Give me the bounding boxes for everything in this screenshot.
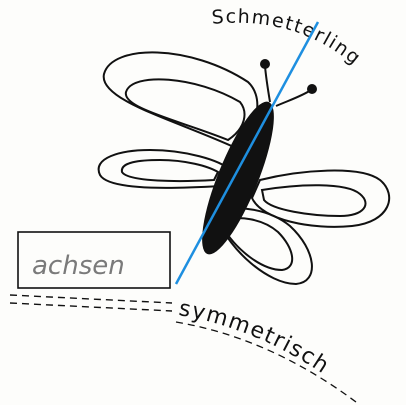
suffix-curved-text: symmetrisch (177, 296, 334, 379)
upper-right-wing-inner (262, 185, 366, 216)
title-curved-text: Schmetterling (211, 6, 366, 70)
handwritten-answer: achsen (32, 251, 125, 281)
upper-right-wing-outer (252, 171, 389, 227)
title-word: Schmetterling (211, 6, 366, 70)
suffix-word: symmetrisch (177, 296, 334, 379)
symmetry-axis-line (176, 22, 318, 284)
upper-left-wing-outer (104, 52, 258, 148)
dashed-line-1 (10, 295, 172, 303)
left-antenna (265, 66, 270, 102)
upper-left-wing-inner (126, 79, 245, 140)
lower-left-wing-inner (122, 160, 218, 181)
dashed-line-2 (10, 303, 172, 311)
dashed-underlines (10, 295, 172, 311)
left-antenna-tip (260, 59, 270, 69)
antennae (265, 66, 311, 106)
right-antenna-tip (307, 84, 317, 94)
